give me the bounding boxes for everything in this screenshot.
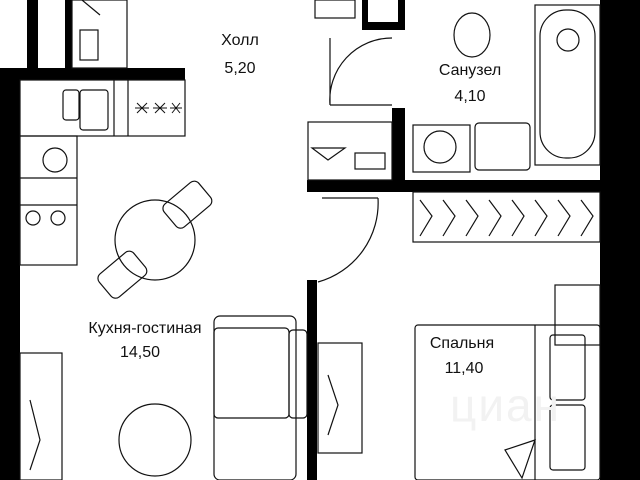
window-bedroom bbox=[317, 342, 363, 454]
washing-machine bbox=[412, 124, 471, 173]
wall-bath-bottom bbox=[307, 180, 600, 192]
room-name-hall: Холл bbox=[221, 32, 259, 49]
wall-kitchen-top bbox=[0, 68, 185, 80]
kitchen-side-counter bbox=[19, 135, 78, 266]
door-bathroom bbox=[329, 37, 393, 106]
door-kitchen bbox=[317, 197, 379, 283]
kitchen-counter bbox=[19, 79, 186, 137]
chair bbox=[162, 180, 213, 229]
nightstand bbox=[554, 284, 601, 346]
wall-left bbox=[0, 68, 20, 480]
bathtub bbox=[539, 9, 596, 159]
bathroom-sink bbox=[474, 122, 531, 171]
wall-top-left-b bbox=[65, 0, 72, 72]
wall-right bbox=[600, 0, 640, 480]
room-area-hall: 5,20 bbox=[224, 60, 256, 77]
coffee-table bbox=[118, 403, 192, 477]
room-name-kitchen-living: Кухня-гостиная bbox=[88, 320, 202, 337]
watermark: циан bbox=[450, 379, 562, 431]
hall-shoe-rack bbox=[314, 0, 356, 19]
sofa bbox=[213, 315, 297, 480]
bed bbox=[414, 324, 601, 480]
room-area-bathroom: 4,10 bbox=[454, 88, 486, 105]
wall-bath-left bbox=[392, 108, 405, 188]
hangers-icon bbox=[419, 199, 594, 237]
hall-closet bbox=[307, 121, 393, 181]
pillow bbox=[549, 404, 586, 471]
toilet bbox=[453, 12, 491, 58]
hob-icon bbox=[25, 210, 41, 226]
room-name-bedroom: Спальня bbox=[429, 335, 495, 352]
pillow bbox=[549, 334, 586, 401]
stove-icon bbox=[135, 102, 182, 114]
bathtub-frame bbox=[534, 4, 601, 166]
plates-icon bbox=[42, 147, 68, 173]
room-area-bedroom: 11,40 bbox=[444, 360, 484, 377]
hall-shoe-cabinet bbox=[71, 0, 128, 69]
bedroom-wardrobe bbox=[412, 191, 601, 243]
chair bbox=[97, 250, 148, 299]
window-left bbox=[19, 352, 63, 480]
room-area-kitchen-living: 14,50 bbox=[119, 344, 161, 361]
wall-top-left-a bbox=[27, 0, 38, 72]
sink-small bbox=[62, 89, 80, 121]
wall-kitchen-bedroom bbox=[307, 280, 317, 480]
sink-main bbox=[79, 89, 109, 131]
dining-table bbox=[114, 199, 196, 281]
room-name-bathroom: Санузел bbox=[438, 62, 502, 79]
